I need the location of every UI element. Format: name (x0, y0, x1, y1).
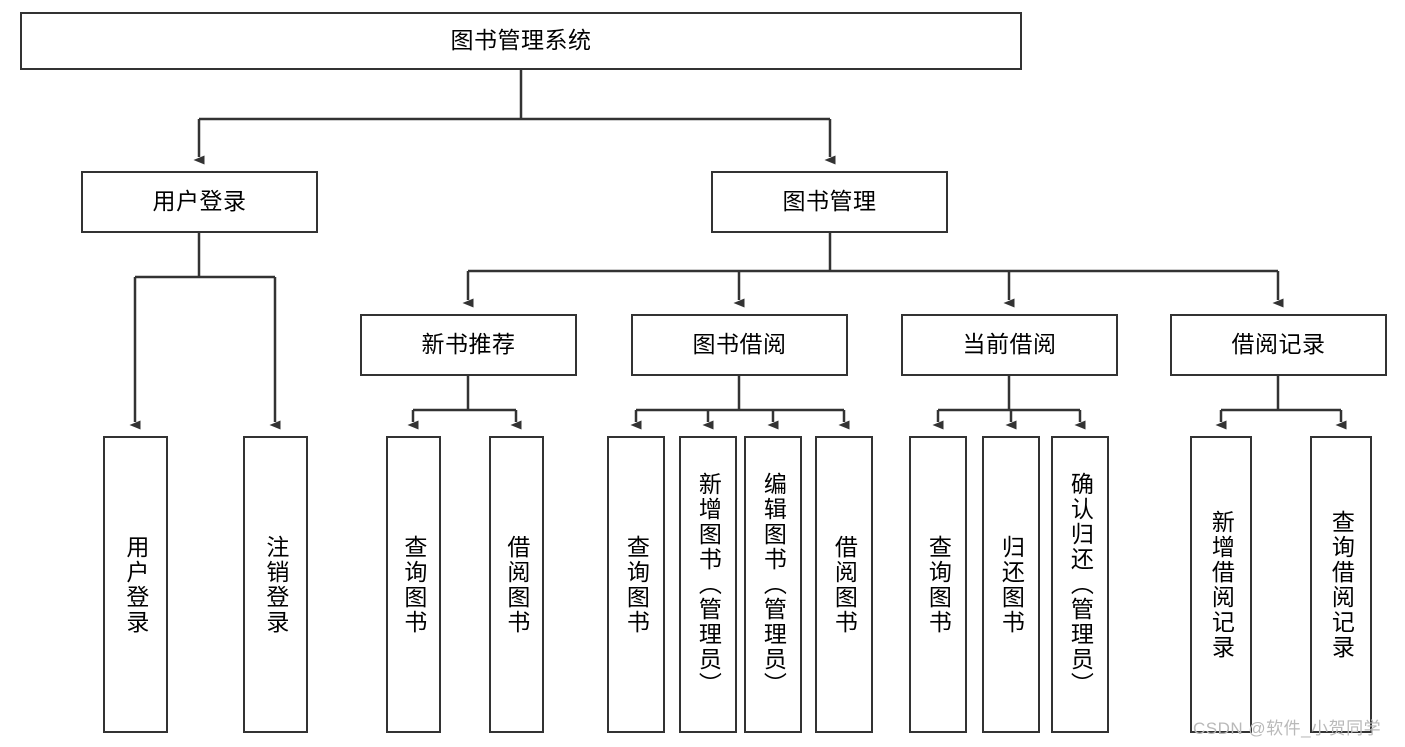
node-leaf-borrow-book-2[interactable]: 借阅图书 (815, 436, 873, 733)
node-leaf-confirm-return-admin[interactable]: 确认归还（管理员） (1051, 436, 1109, 733)
node-book-borrow-label: 图书借阅 (692, 331, 787, 358)
node-current-borrow-label: 当前借阅 (962, 331, 1057, 358)
node-borrow-record[interactable]: 借阅记录 (1170, 314, 1387, 376)
node-leaf-edit-book-admin[interactable]: 编辑图书（管理员） (744, 436, 802, 733)
node-book-borrow[interactable]: 图书借阅 (631, 314, 848, 376)
node-leaf-borrow-book-1[interactable]: 借阅图书 (489, 436, 544, 733)
node-leaf-user-logout[interactable]: 注销登录 (243, 436, 308, 733)
node-leaf-add-book-admin[interactable]: 新增图书（管理员） (679, 436, 737, 733)
node-leaf-edit-book-admin-label: 编辑图书（管理员） (760, 472, 787, 697)
node-leaf-query-book-3[interactable]: 查询图书 (909, 436, 967, 733)
node-leaf-user-login[interactable]: 用户登录 (103, 436, 168, 733)
node-leaf-add-borrow-record[interactable]: 新增借阅记录 (1190, 436, 1252, 733)
node-new-book-recommend-label: 新书推荐 (421, 331, 516, 358)
node-leaf-return-book-label: 归还图书 (998, 534, 1025, 635)
node-root[interactable]: 图书管理系统 (20, 12, 1022, 70)
watermark: CSDN @软件_小贺同学 (1193, 719, 1382, 738)
node-borrow-record-label: 借阅记录 (1231, 331, 1326, 358)
node-leaf-query-book-1[interactable]: 查询图书 (386, 436, 441, 733)
node-leaf-query-borrow-record-label: 查询借阅记录 (1328, 509, 1355, 660)
node-root-label: 图书管理系统 (450, 27, 592, 54)
node-book-manage[interactable]: 图书管理 (711, 171, 948, 233)
node-leaf-user-logout-label: 注销登录 (262, 534, 289, 635)
node-leaf-add-borrow-record-label: 新增借阅记录 (1208, 509, 1235, 660)
node-leaf-confirm-return-admin-label: 确认归还（管理员） (1067, 472, 1094, 697)
node-user-login-label: 用户登录 (152, 188, 247, 215)
node-leaf-return-book[interactable]: 归还图书 (982, 436, 1040, 733)
node-leaf-query-book-2[interactable]: 查询图书 (607, 436, 665, 733)
node-current-borrow[interactable]: 当前借阅 (901, 314, 1118, 376)
node-leaf-borrow-book-1-label: 借阅图书 (503, 534, 530, 635)
node-leaf-query-book-1-label: 查询图书 (400, 534, 427, 635)
node-leaf-query-book-3-label: 查询图书 (925, 534, 952, 635)
node-leaf-query-book-2-label: 查询图书 (623, 534, 650, 635)
node-leaf-user-login-label: 用户登录 (122, 534, 149, 635)
node-leaf-borrow-book-2-label: 借阅图书 (831, 534, 858, 635)
node-book-manage-label: 图书管理 (782, 188, 877, 215)
node-new-book-recommend[interactable]: 新书推荐 (360, 314, 577, 376)
node-leaf-query-borrow-record[interactable]: 查询借阅记录 (1310, 436, 1372, 733)
node-user-login[interactable]: 用户登录 (81, 171, 318, 233)
node-leaf-add-book-admin-label: 新增图书（管理员） (695, 472, 722, 697)
